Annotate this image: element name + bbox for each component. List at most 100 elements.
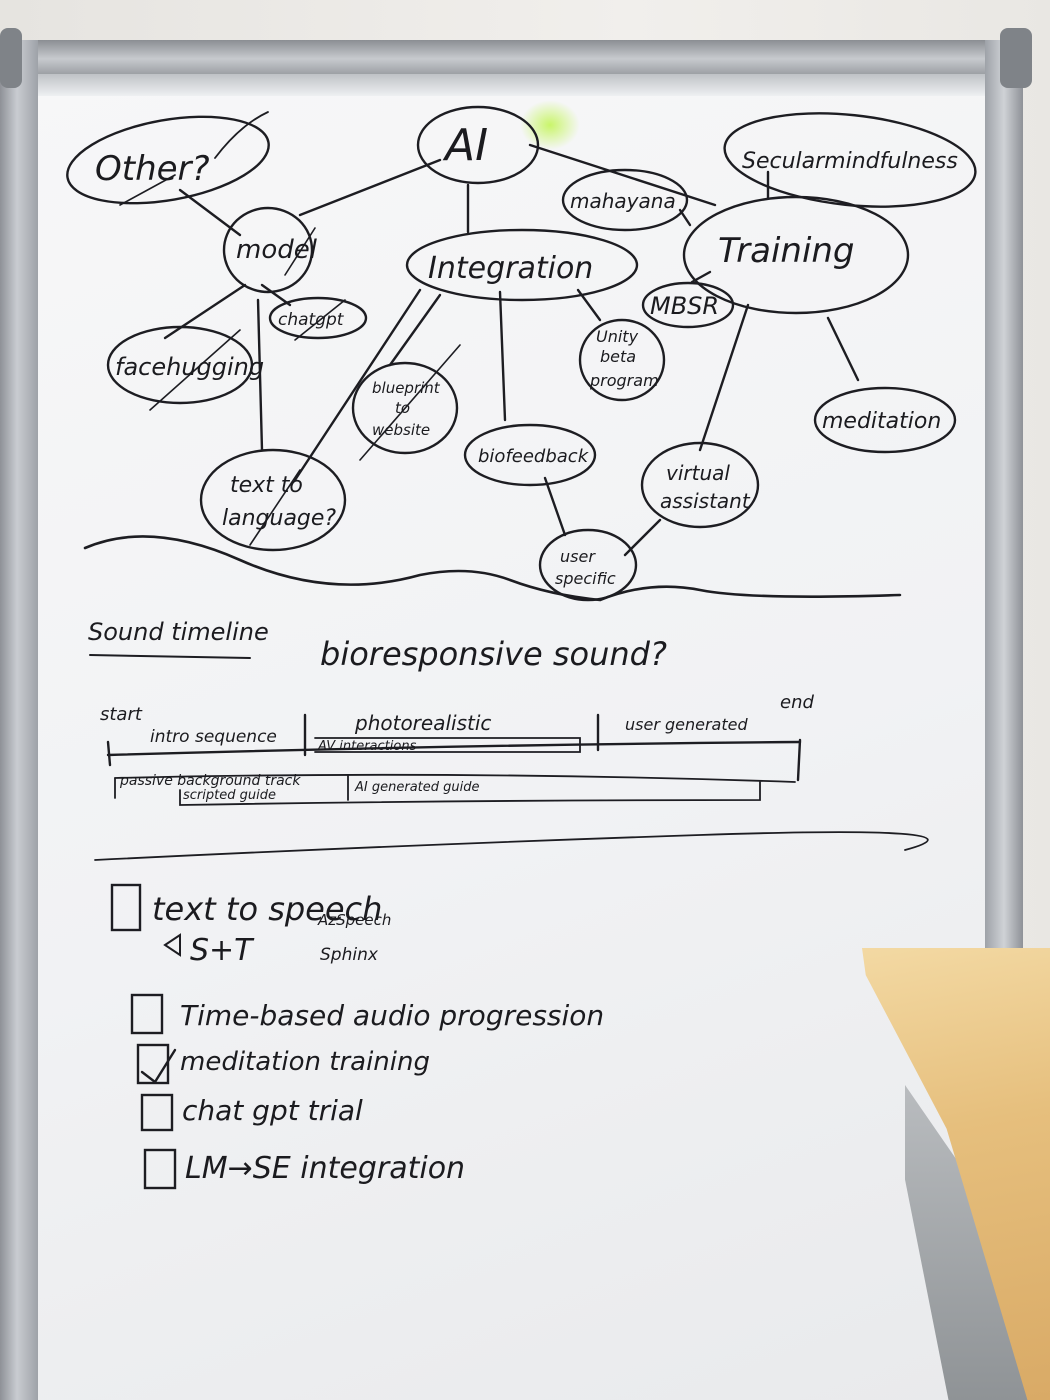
timeline-guide-bar <box>179 781 761 806</box>
whiteboard-top-rim <box>38 74 985 96</box>
label-unity-1: Unity <box>596 327 639 346</box>
divider-wave <box>83 535 902 602</box>
crossout-model <box>284 227 316 276</box>
node-chatgpt-oval <box>268 296 368 340</box>
checklist-stt-option-1: AzSpeech <box>317 911 391 929</box>
checkbox-tts <box>110 883 142 932</box>
label-unity-3: program <box>589 371 659 390</box>
timeline-photo-label: photorealistic <box>354 711 491 735</box>
timeline-user-generated-label: user generated <box>625 715 748 734</box>
stt-arrow <box>163 933 181 957</box>
edge-biofeedback-user <box>543 476 567 537</box>
label-facehugging: facehugging <box>115 353 264 381</box>
label-virtual-2: assistant <box>660 489 751 513</box>
node-meditation-oval <box>813 386 957 454</box>
node-secular-oval <box>723 112 977 208</box>
timeline-start-tick <box>106 740 112 767</box>
checklist-item-3: meditation training <box>180 1047 430 1077</box>
label-text-1: text to <box>230 473 303 498</box>
label-text-2: language? <box>222 506 336 531</box>
edge-model-chatgpt <box>260 283 292 307</box>
checklist-item-1: text to speech <box>152 890 382 928</box>
label-biofeedback: biofeedback <box>478 446 590 467</box>
label-blueprint-2: to <box>395 399 410 417</box>
checklist-item-2: Time-based audio progression <box>180 999 604 1032</box>
checkbox-chatgpt <box>140 1093 174 1132</box>
edge-model-ai <box>298 158 442 217</box>
timeline-end-tick <box>796 738 802 782</box>
label-integration: Integration <box>428 251 593 286</box>
node-ai-oval <box>416 105 540 185</box>
label-user-2: specific <box>555 569 616 588</box>
node-unity-oval <box>578 318 666 402</box>
timeline-start-label: start <box>100 704 143 725</box>
node-model-oval <box>222 206 314 294</box>
frame-corner-cap-right <box>1000 28 1032 88</box>
label-blueprint-3: website <box>372 421 430 439</box>
crossout-blueprint <box>359 344 461 461</box>
edge-integration-text <box>293 288 422 482</box>
label-meditation: meditation <box>822 409 941 434</box>
crossout-text <box>249 469 301 546</box>
edge-integration-biofeedback <box>498 290 507 422</box>
timeline-av-box <box>314 737 581 753</box>
node-mbsr-oval <box>641 281 735 329</box>
checkbox-time-based <box>130 993 164 1035</box>
node-facehugging-oval <box>106 325 254 405</box>
node-other-oval <box>66 115 270 205</box>
node-integration-oval <box>405 228 639 302</box>
timeline-scripted-label: scripted guide <box>183 788 276 803</box>
node-blueprint-oval <box>351 361 459 455</box>
crossout-chatgpt <box>294 299 346 341</box>
label-mahayana: mahayana <box>570 189 676 213</box>
label-user-1: user <box>560 547 596 566</box>
timeline-question: bioresponsive sound? <box>320 635 667 673</box>
edge-training-virtual <box>698 303 750 452</box>
label-mbsr: MBSR <box>650 292 719 320</box>
node-mahayana-oval <box>561 168 689 232</box>
timeline-ai-guide-label: AI generated guide <box>354 780 480 795</box>
node-training-oval <box>682 195 910 315</box>
timeline-passive-label: passive background track <box>119 773 301 789</box>
label-other: Other? <box>95 149 210 189</box>
checklist-item-4: chat gpt trial <box>182 1094 363 1127</box>
edge-ai-training <box>528 143 717 207</box>
timeline-main-line <box>106 740 802 757</box>
node-virtual-oval <box>640 441 760 529</box>
checklist-item-5: LM→SE integration <box>185 1151 465 1186</box>
timeline-intro-label: intro sequence <box>150 727 277 747</box>
label-model: model <box>236 235 318 265</box>
section-divider <box>94 831 929 861</box>
timeline-passive-bar <box>114 773 796 783</box>
checklist-stt: S+T <box>190 933 255 968</box>
whiteboard <box>38 74 985 1400</box>
checkmark-meditation <box>140 1048 177 1084</box>
label-training: Training <box>718 231 855 271</box>
checkbox-meditation <box>136 1043 170 1085</box>
checkbox-lmse <box>143 1148 177 1190</box>
label-unity-2: beta <box>600 347 636 366</box>
label-secular: Secularmindfulness <box>742 149 958 174</box>
frame-left-rail <box>0 40 38 1400</box>
timeline-title-underline <box>89 654 251 659</box>
label-virtual-1: virtual <box>666 461 730 485</box>
checkmark-other <box>214 111 269 159</box>
timeline-av-label: AV interactions <box>317 739 417 754</box>
frame-top-rail <box>0 40 1023 74</box>
edge-model-facehugging <box>163 283 247 340</box>
label-ai: AI <box>442 120 488 171</box>
frame-corner-cap-left <box>0 28 22 88</box>
edge-integration-blueprint <box>388 293 442 367</box>
node-biofeedback-oval <box>463 423 597 487</box>
node-user-oval <box>538 528 638 602</box>
checklist-stt-option-2: Sphinx <box>320 945 379 965</box>
crossout-other <box>119 174 176 206</box>
edge-model-text <box>256 298 264 452</box>
label-blueprint-1: blueprint <box>372 379 441 397</box>
node-text-oval <box>199 448 347 552</box>
crossout-facehugging <box>149 329 241 411</box>
timeline-title: Sound timeline <box>88 618 269 646</box>
timeline-end-label: end <box>780 692 814 713</box>
label-chatgpt: chatgpt <box>278 310 345 330</box>
